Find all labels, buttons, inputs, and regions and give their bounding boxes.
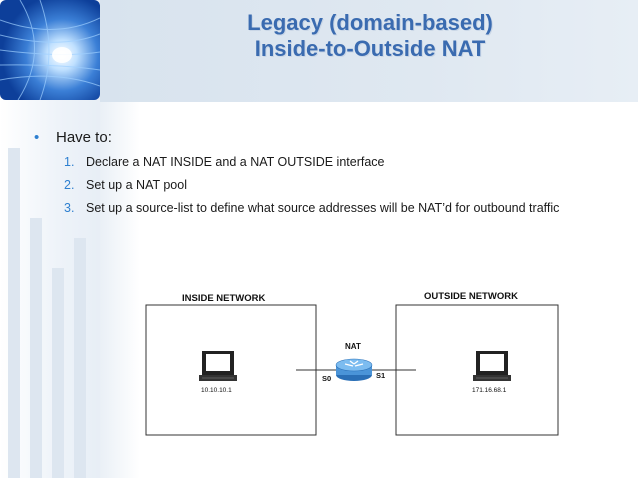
- step-text: Declare a NAT INSIDE and a NAT OUTSIDE i…: [86, 155, 385, 169]
- list-item: 2. Set up a NAT pool: [64, 177, 614, 194]
- content-area-shade: [100, 102, 140, 478]
- title-band: [100, 0, 638, 102]
- background-bar: [8, 148, 20, 478]
- s0-label: S0: [322, 374, 331, 383]
- inside-network-label: INSIDE NETWORK: [182, 293, 266, 304]
- s1-label: S1: [376, 371, 385, 380]
- nat-label: NAT: [345, 342, 361, 351]
- slide-content: • Have to: 1. Declare a NAT INSIDE and a…: [34, 128, 614, 223]
- outside-network-label: OUTSIDE NETWORK: [424, 291, 518, 302]
- step-text: Set up a source-list to define what sour…: [86, 201, 560, 215]
- outside-host-ip: 171.16.68.1: [472, 387, 507, 394]
- computer-icon: [473, 351, 511, 381]
- bullet-dot-icon: •: [34, 129, 40, 146]
- step-number: 2.: [64, 178, 75, 192]
- bullet-item: • Have to:: [34, 128, 614, 148]
- background-bar: [30, 218, 42, 478]
- blue-tunnel-icon: [0, 0, 100, 100]
- step-number: 1.: [64, 155, 75, 169]
- nat-diagram: INSIDE NETWORK OUTSIDE NETWORK NAT S0 S1…: [142, 285, 562, 445]
- inside-host-ip: 10.10.10.1: [201, 387, 232, 394]
- list-item: 1. Declare a NAT INSIDE and a NAT OUTSID…: [64, 154, 614, 171]
- list-item: 3. Set up a source-list to define what s…: [64, 200, 614, 217]
- slide-title: Legacy (domain-based) Inside-to-Outside …: [150, 10, 590, 62]
- computer-icon: [199, 351, 237, 381]
- router-icon: [335, 358, 373, 381]
- title-line-2: Inside-to-Outside NAT: [254, 36, 486, 61]
- background-bar: [74, 238, 86, 478]
- step-text: Set up a NAT pool: [86, 178, 187, 192]
- bullet-text: Have to:: [56, 129, 112, 146]
- steps-list: 1. Declare a NAT INSIDE and a NAT OUTSID…: [34, 154, 614, 217]
- step-number: 3.: [64, 201, 75, 215]
- background-bar: [52, 268, 64, 478]
- title-line-1: Legacy (domain-based): [247, 10, 493, 35]
